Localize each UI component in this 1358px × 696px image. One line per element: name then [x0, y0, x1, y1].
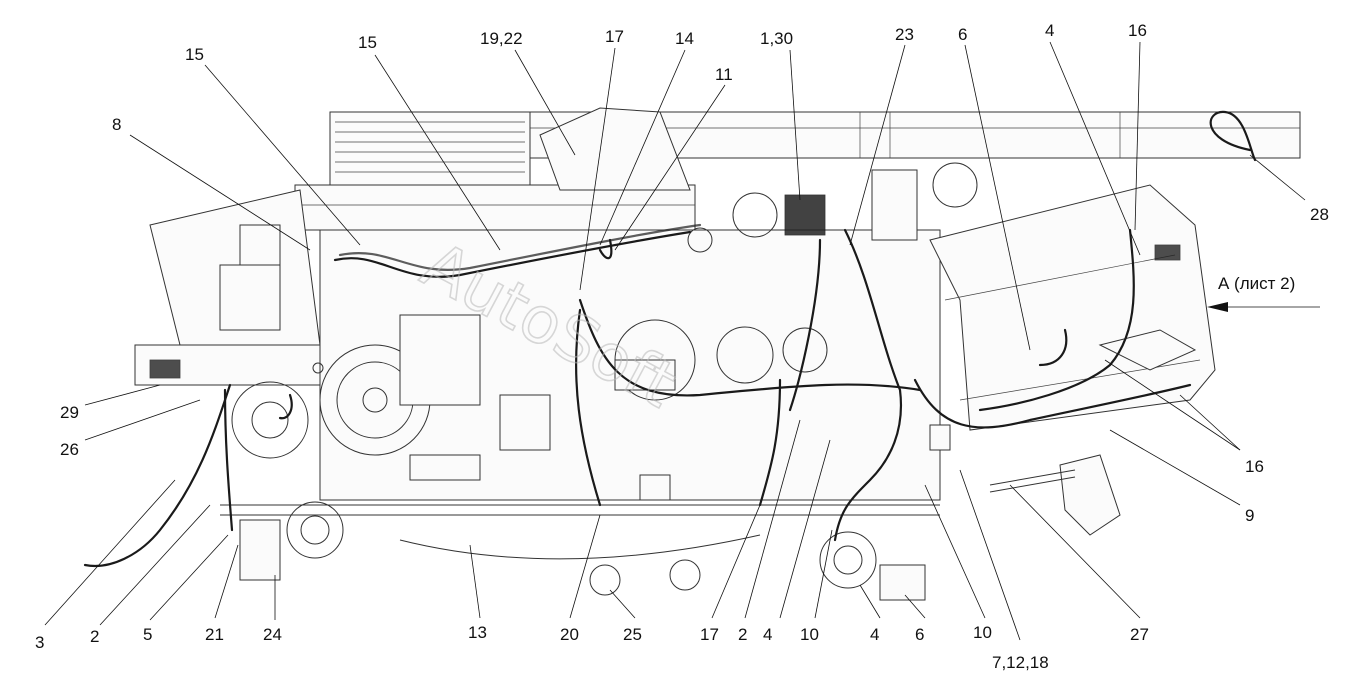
callout-label: 24 — [263, 625, 282, 644]
callout-label: 6 — [915, 625, 924, 644]
callout-label: 4 — [763, 625, 772, 644]
callout-label: 23 — [895, 25, 914, 44]
callout-label: 19,22 — [480, 29, 523, 48]
callout-label: 17 — [700, 625, 719, 644]
callout-label: 3 — [35, 633, 44, 652]
callout-label: 11 — [715, 65, 733, 84]
callout-label: 13 — [468, 623, 487, 642]
callout-label: 2 — [90, 627, 99, 646]
callout-label: 6 — [958, 25, 967, 44]
leader-lines — [44, 41, 1306, 641]
callout-label: 7,12,18 — [992, 653, 1049, 672]
callout-label: 4 — [870, 625, 879, 644]
callout-label: 29 — [60, 403, 79, 422]
callout-label: 16 — [1128, 21, 1147, 40]
callout-label: 26 — [60, 440, 79, 459]
callout-label: 9 — [1245, 506, 1254, 525]
callout-label: 10 — [973, 623, 992, 642]
callout-label: 25 — [623, 625, 642, 644]
callout-label: 14 — [675, 29, 694, 48]
callout-label: 15 — [185, 45, 204, 64]
callout-label: 27 — [1130, 625, 1149, 644]
callout-label: 8 — [112, 115, 121, 134]
arrow-icon — [1207, 302, 1228, 312]
callout-labels: 15 15 19,22 17 14 1,30 23 6 4 16 11 8 28… — [35, 21, 1329, 672]
combine-drawing — [134, 107, 1301, 601]
harness-cables — [83, 223, 1192, 568]
callout-label: 20 — [560, 625, 579, 644]
view-indicator: А (лист 2) — [1207, 274, 1320, 312]
callout-label: 5 — [143, 625, 152, 644]
callout-label: 1,30 — [760, 29, 793, 48]
callout-label: 2 — [738, 625, 747, 644]
callout-label: 4 — [1045, 21, 1054, 40]
callout-label: 28 — [1310, 205, 1329, 224]
callout-label: 17 — [605, 27, 624, 46]
view-label: А (лист 2) — [1218, 274, 1295, 293]
callout-label: 10 — [800, 625, 819, 644]
callout-label: 21 — [205, 625, 224, 644]
callout-label: 15 — [358, 33, 377, 52]
callout-label: 16 — [1245, 457, 1264, 476]
